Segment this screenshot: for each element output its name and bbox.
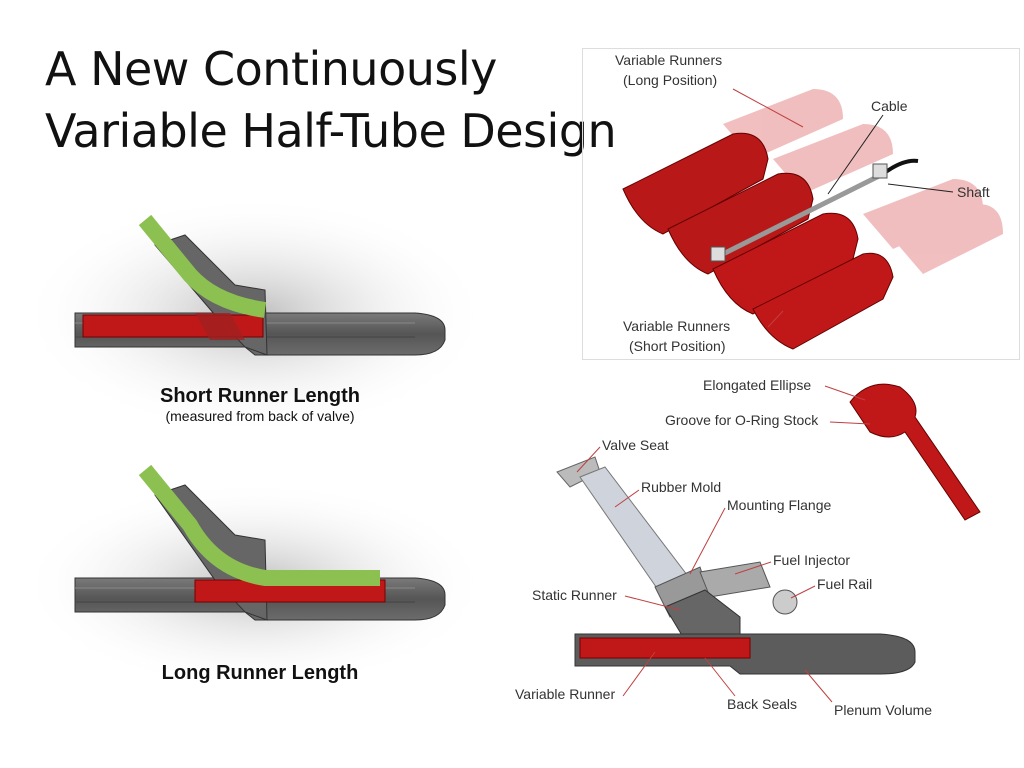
short-runner-subcaption: (measured from back of valve) [165, 408, 355, 424]
label-shaft: Shaft [957, 184, 990, 200]
label-runners-long-1: Variable Runners [615, 52, 722, 68]
label-runners-short-1: Variable Runners [623, 318, 730, 334]
runner-half-tube [752, 252, 894, 350]
short-runner-caption: Short Runner Length [160, 385, 360, 407]
label-back-seals: Back Seals [727, 696, 797, 712]
leader-line [732, 88, 804, 128]
label-variable-runner: Variable Runner [515, 686, 615, 702]
leader-line [734, 561, 772, 575]
label-mounting-flange: Mounting Flange [727, 497, 832, 513]
label-elongated-ellipse: Elongated Ellipse [703, 377, 811, 393]
back-seal [195, 313, 245, 340]
label-fuel-injector: Fuel Injector [773, 552, 850, 568]
ghost-runner [893, 204, 1003, 274]
cable [881, 158, 919, 176]
elongated-ellipse-runner [849, 383, 981, 521]
ghost-runner [863, 179, 983, 249]
flow-path [138, 214, 267, 318]
fuel-injector [699, 561, 771, 598]
assembly-panel: Elongated Ellipse Groove for O-Ring Stoc… [495, 362, 1020, 724]
fuel-rail [772, 589, 798, 615]
variable-runner [579, 637, 751, 659]
leader-line [689, 507, 726, 575]
ghost-runner [773, 124, 893, 194]
leader-line [827, 114, 884, 195]
short-runner-caption-box: Short Runner Length (measured from back … [120, 385, 400, 424]
label-groove: Groove for O-Ring Stock [665, 412, 819, 428]
leader-line [790, 585, 816, 599]
leader-line [704, 657, 736, 697]
long-runner-caption-box: Long Runner Length [120, 662, 400, 685]
label-plenum-volume: Plenum Volume [834, 702, 932, 718]
runner-array-panel: Variable Runners (Long Position) Cable S… [582, 48, 1020, 360]
long-runner-diagram [20, 464, 490, 690]
label-valve-seat: Valve Seat [602, 437, 669, 453]
label-static-runner: Static Runner [532, 587, 617, 603]
leader-line [829, 421, 871, 425]
assembly-diagram: Elongated Ellipse Groove for O-Ring Stoc… [515, 377, 981, 718]
active-runners [622, 132, 894, 350]
leader-line [622, 651, 656, 697]
leader-line [804, 669, 833, 703]
runner-half-tube [622, 132, 769, 235]
leader-line [887, 183, 954, 193]
leader-line [824, 385, 866, 401]
short-runner-panel [15, 165, 495, 435]
label-cable: Cable [871, 98, 908, 114]
leader-line [576, 446, 601, 473]
slide-title: A New Continuously Variable Half-Tube De… [45, 38, 617, 162]
runner-half-tube [712, 212, 859, 315]
label-runners-long-2: (Long Position) [623, 72, 717, 88]
title-line-1: A New Continuously [45, 42, 497, 96]
shaft-bracket [872, 163, 888, 179]
leader-line [614, 489, 640, 508]
label-runners-short-2: (Short Position) [629, 338, 725, 354]
short-runner-diagram [20, 195, 490, 435]
runner-array-diagram: Variable Runners (Long Position) Cable S… [615, 52, 1003, 354]
flow-path [138, 464, 380, 586]
long-runner-caption: Long Runner Length [161, 662, 359, 684]
label-fuel-rail: Fuel Rail [817, 576, 872, 592]
title-line-2: Variable Half-Tube Design [45, 104, 617, 158]
leader-line [767, 310, 784, 328]
shaft-bracket [710, 246, 726, 262]
leader-line [624, 595, 681, 611]
long-runner-panel [15, 440, 495, 690]
shaft [711, 171, 885, 262]
label-rubber-mold: Rubber Mold [641, 479, 721, 495]
